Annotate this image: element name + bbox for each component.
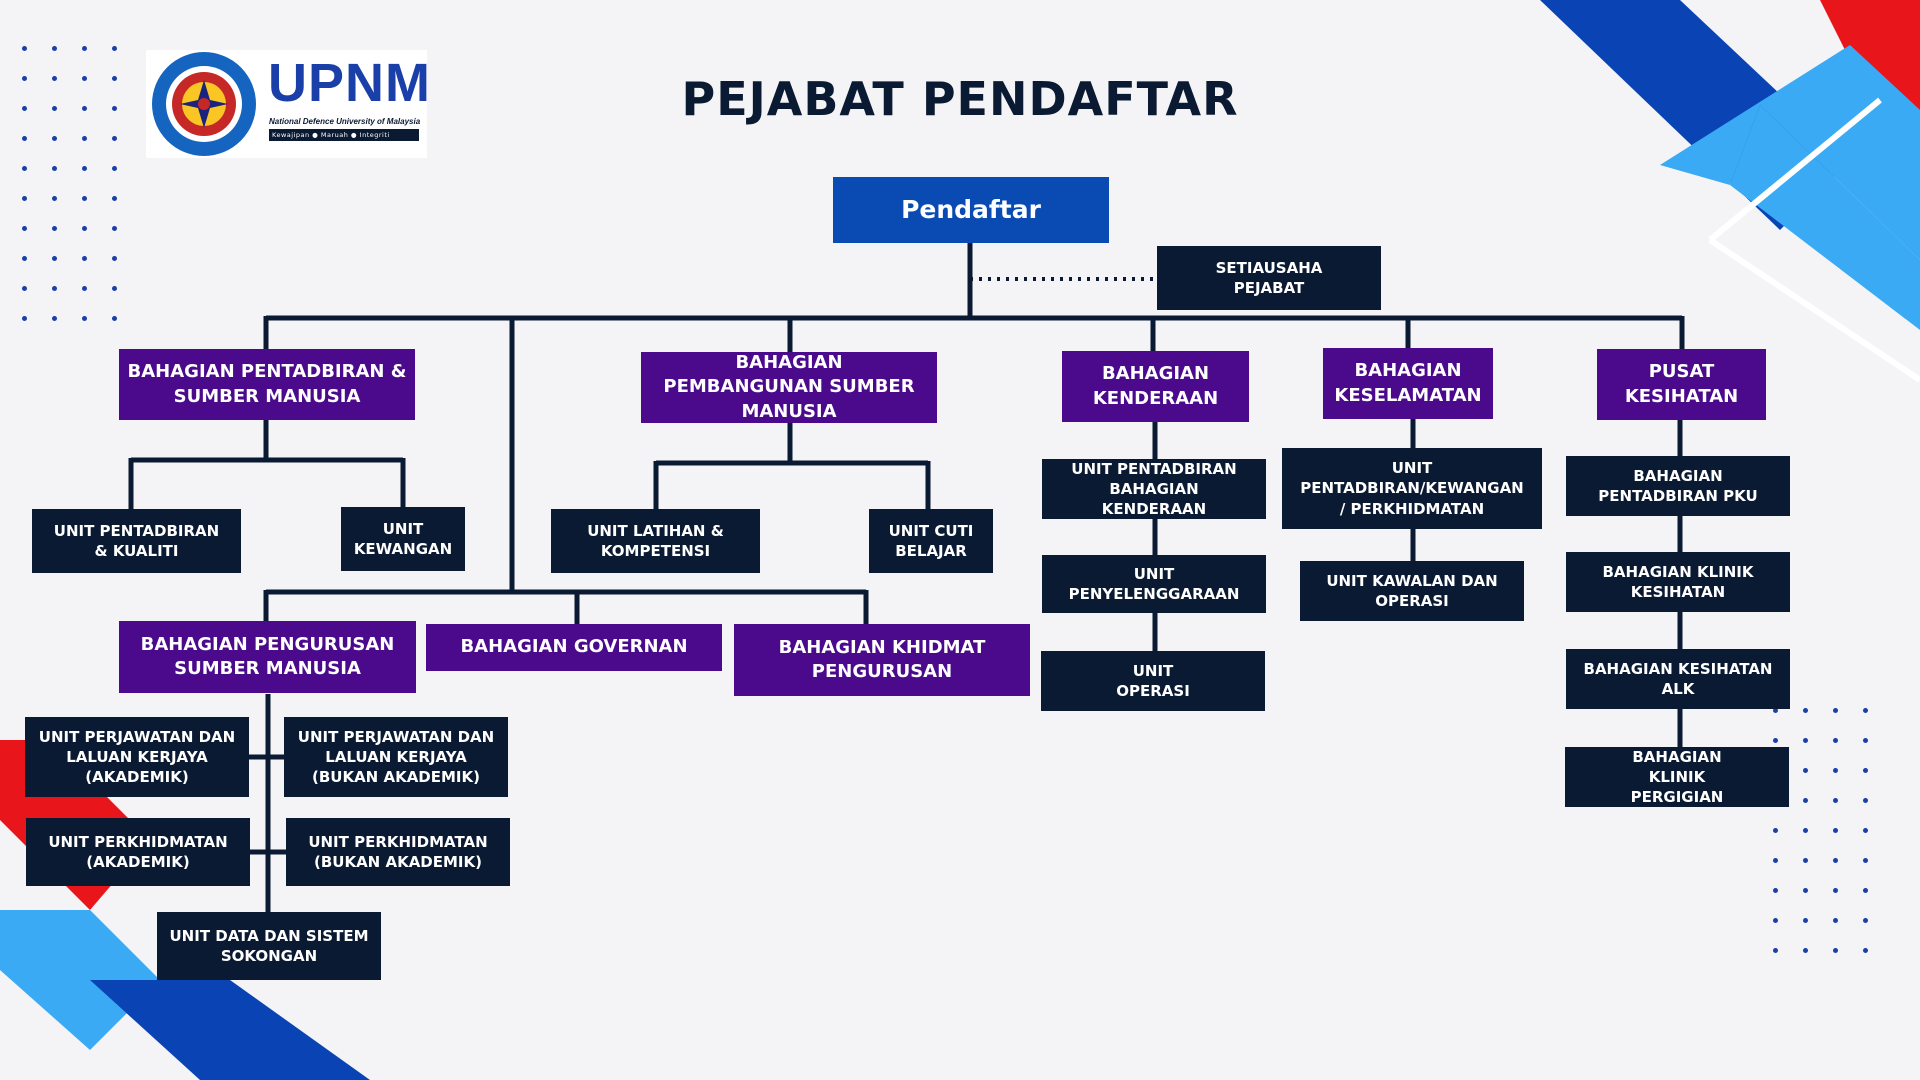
logo-tagline: Kewajipan ● Maruah ● Integriti (269, 129, 419, 141)
university-seal-icon (152, 52, 256, 156)
unit-perkhidmatan-bukan-akademik: UNIT PERKHIDMATAN (BUKAN AKADEMIK) (286, 818, 510, 886)
division-pengurusan: BAHAGIAN PENGURUSAN SUMBER MANUSIA (119, 621, 416, 693)
corner-decoration-top-right (1540, 0, 1920, 383)
unit-kawalan-operasi: UNIT KAWALAN DAN OPERASI (1300, 561, 1524, 621)
logo-subtitle: National Defence University of Malaysia (269, 117, 421, 126)
division-kesihatan: PUSAT KESIHATAN (1597, 349, 1766, 420)
division-governan: BAHAGIAN GOVERNAN (426, 624, 722, 671)
unit-pentadbiran-pku: BAHAGIAN PENTADBIRAN PKU (1566, 456, 1790, 516)
division-kenderaan: BAHAGIAN KENDERAAN (1062, 351, 1249, 422)
upnm-logo: UPNM National Defence University of Mala… (146, 50, 430, 158)
unit-pentadbiran-kenderaan: UNIT PENTADBIRAN BAHAGIAN KENDERAAN (1042, 459, 1266, 519)
division-pembangunan: BAHAGIAN PEMBANGUNAN SUMBER MANUSIA (641, 352, 937, 423)
dot-grid-bottom-right (1773, 708, 1893, 953)
unit-klinik-kesihatan: BAHAGIAN KLINIK KESIHATAN (1566, 552, 1790, 612)
unit-perjawatan-akademik: UNIT PERJAWATAN DAN LALUAN KERJAYA (AKAD… (25, 717, 249, 797)
unit-penyelenggaraan: UNIT PENYELENGGARAAN (1042, 555, 1266, 613)
unit-kesihatan-alk: BAHAGIAN KESIHATAN ALK (1566, 649, 1790, 709)
unit-data-sistem: UNIT DATA DAN SISTEM SOKONGAN (157, 912, 381, 980)
dot-grid-top-left (22, 46, 142, 321)
unit-perkhidmatan-akademik: UNIT PERKHIDMATAN (AKADEMIK) (26, 818, 250, 886)
unit-pentadbiran-keselamatan: UNIT PENTADBIRAN/KEWANGAN / PERKHIDMATAN (1282, 448, 1542, 529)
page-title: PEJABAT PENDAFTAR (681, 72, 1239, 126)
unit-perjawatan-bukan-akademik: UNIT PERJAWATAN DAN LALUAN KERJAYA (BUKA… (284, 717, 508, 797)
unit-pentadbiran-kualiti: UNIT PENTADBIRAN & KUALITI (32, 509, 241, 573)
registrar-box: Pendaftar (833, 177, 1109, 243)
logo-wordmark: UPNM (268, 53, 431, 113)
division-khidmat: BAHAGIAN KHIDMAT PENGURUSAN (734, 624, 1030, 696)
division-keselamatan: BAHAGIAN KESELAMATAN (1323, 348, 1493, 419)
division-pentadbiran: BAHAGIAN PENTADBIRAN & SUMBER MANUSIA (119, 349, 415, 420)
unit-latihan: UNIT LATIHAN & KOMPETENSI (551, 509, 760, 573)
unit-klinik-pergigian: BAHAGIAN KLINIK PERGIGIAN (1565, 747, 1789, 807)
unit-operasi: UNIT OPERASI (1041, 651, 1265, 711)
unit-cuti-belajar: UNIT CUTI BELAJAR (869, 509, 993, 573)
unit-kewangan: UNIT KEWANGAN (341, 507, 465, 571)
secretary-box: SETIAUSAHA PEJABAT (1157, 246, 1381, 310)
